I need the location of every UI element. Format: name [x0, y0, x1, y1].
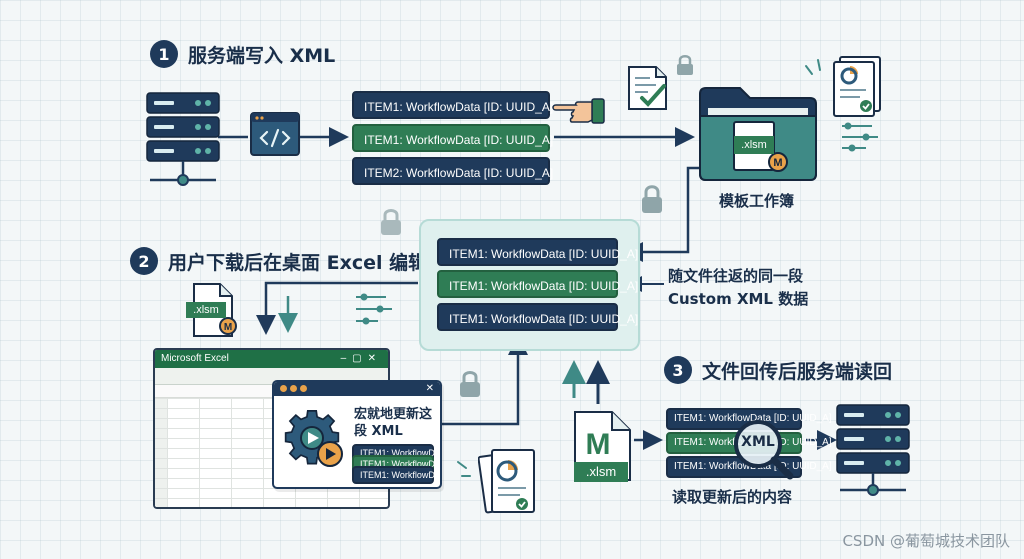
step-2-heading: 2 用户下载后在桌面 Excel 编辑 — [130, 247, 427, 275]
xml-item-pill: ITEM1: WorkflowData [ID: UUID_A] — [352, 466, 440, 484]
popup-line-1: 宏就地更新这 — [354, 407, 433, 422]
step-title: 用户下载后在桌面 Excel 编辑 — [168, 251, 428, 274]
document-icon — [628, 66, 667, 110]
step-number: 3 — [664, 356, 692, 384]
lock-icon — [460, 371, 480, 397]
server-icon — [836, 404, 910, 496]
step-number: 2 — [130, 247, 158, 275]
excel-app-title: Microsoft Excel — [161, 353, 229, 364]
window-controls: –▢✕ — [340, 353, 382, 364]
xml-item-pill: ITEM1: WorkflowData [ID: UUID_A] — [352, 124, 553, 152]
popup-text: 宏就地更新这 段 XML — [354, 406, 440, 440]
document-icon — [833, 56, 881, 117]
step-number: 1 — [150, 40, 178, 68]
xml-item-pill: ITEM1: WorkflowData [ID: UUID_A] — [352, 91, 553, 119]
step-title: 服务端写入 XML — [188, 44, 336, 67]
xml-item-pill: ITEM1: WorkflowData [ID: UUID_A] — [437, 303, 638, 331]
pointing-hand-icon — [552, 98, 605, 124]
folder-icon: M — [699, 87, 817, 181]
popup-line-2: 段 XML — [354, 424, 403, 439]
watermark: CSDN @葡萄城技术团队 — [842, 532, 1010, 550]
template-workbook-label: 模板工作簿 — [719, 192, 795, 210]
svg-text:M: M — [586, 428, 611, 461]
magnifier-xml-label: XML — [741, 434, 775, 450]
roundtrip-line-2: Custom XML 数据 — [668, 290, 809, 308]
lock-icon — [677, 55, 693, 75]
popup-title-bar: ✕ — [274, 382, 440, 396]
xlsm-badge: .xlsm — [734, 136, 774, 154]
xlsm-badge: .xlsm — [186, 302, 226, 318]
svg-text:M: M — [224, 322, 232, 333]
macro-popup: ✕ 宏就地更新这 段 XML ITEM1: WorkflowData [ID: … — [272, 380, 442, 489]
server-icon — [146, 92, 220, 186]
step-1-heading: 1 服务端写入 XML — [150, 40, 335, 68]
lock-icon — [642, 185, 662, 213]
gear-play-icon — [284, 410, 343, 467]
document-icon — [478, 449, 535, 514]
roundtrip-label: 随文件往返的同一段 Custom XML 数据 — [668, 265, 808, 309]
roundtrip-line-1: 随文件往返的同一段 — [668, 267, 804, 285]
close-icon[interactable]: ✕ — [425, 383, 434, 394]
read-updated-caption: 读取更新后的内容 — [672, 488, 793, 506]
step-3-heading: 3 文件回传后服务端读回 — [664, 356, 892, 384]
xml-item-pill: ITEM1: WorkflowData [ID: UUID_A] — [437, 238, 638, 266]
xml-item-pill: ITEM1: WorkflowData [ID: UUID_A] — [437, 270, 638, 298]
code-window-icon — [250, 112, 300, 156]
excel-title-bar: Microsoft Excel –▢✕ — [155, 350, 388, 368]
step-title: 文件回传后服务端读回 — [702, 360, 893, 383]
magnifier-icon — [734, 420, 794, 480]
xml-item-pill: ITEM2: WorkflowData [ID: UUID_A] — [352, 157, 553, 185]
xlsm-badge: .xlsm — [574, 462, 628, 482]
lock-icon — [381, 209, 401, 235]
window-dots — [280, 385, 307, 392]
svg-text:M: M — [773, 157, 782, 169]
